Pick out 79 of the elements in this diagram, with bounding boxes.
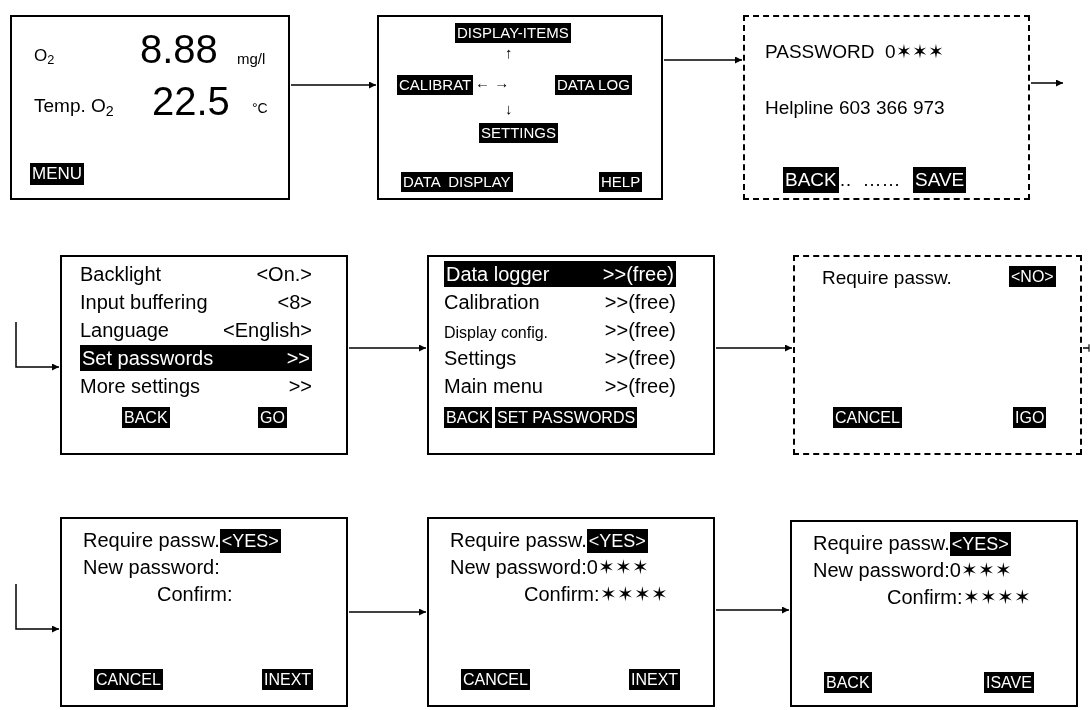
screen-text: Confirm: <box>157 582 233 607</box>
screen-text: >>(free) <box>604 318 676 343</box>
screen-text: Require passw. <box>822 266 952 290</box>
softkey-label: INEXT <box>629 669 681 690</box>
screen-text: >> <box>288 374 312 399</box>
screen-text: New password:0✶✶✶ <box>450 555 649 580</box>
softkey-label: <YES> <box>586 529 648 553</box>
screen-panel <box>60 255 348 455</box>
screen-text: Confirm:✶✶✶✶ <box>887 585 1031 610</box>
softkey-label: INEXT <box>262 669 314 690</box>
screen-text: <On.> <box>256 262 312 287</box>
arrow <box>715 606 790 614</box>
softkey-label: ISAVE <box>984 672 1034 693</box>
softkey-label: CANCEL <box>833 407 902 428</box>
screen-text: Temp. O$_{2}$ <box>34 94 114 119</box>
arrow <box>15 321 60 371</box>
screen-text: Require passw. <box>83 528 220 553</box>
softkey-label: HELP <box>599 172 643 192</box>
screen-panel <box>60 517 348 707</box>
softkey-label: <YES> <box>949 532 1011 556</box>
screen-text: >>(free) <box>604 290 676 315</box>
screen-panel <box>10 15 290 200</box>
screen-text: <8> <box>277 290 312 315</box>
softkey-label: SAVE <box>913 167 967 193</box>
screen-text: Display config. <box>444 323 549 343</box>
softkey-label: BACK <box>444 407 492 428</box>
softkey-label: GO <box>258 407 287 428</box>
arrow <box>15 583 60 633</box>
softkey-label: BACK <box>122 407 170 428</box>
softkey-label: DATA DISPLAY <box>401 172 513 192</box>
screen-text: Language <box>80 318 169 343</box>
screen-text: New password: <box>83 555 220 580</box>
screen-text: Settings <box>444 346 517 371</box>
softkey-label: BACK <box>824 672 872 693</box>
softkey-label: SETTINGS <box>479 123 558 143</box>
softkey-label: MENU <box>30 163 85 185</box>
screen-text: O$_{2}$ <box>34 45 55 67</box>
screen-text: PASSWORD 0✶✶✶ <box>765 40 944 64</box>
screen-text: Input buffering <box>80 290 208 315</box>
screen-text: Confirm:✶✶✶✶ <box>524 582 668 607</box>
screen-text: Backlight <box>80 262 162 287</box>
screen-text: °C <box>252 99 268 117</box>
softkey-label: SET PASSWORDS <box>495 407 638 428</box>
screen-panel <box>743 15 1030 200</box>
screen-text: Helpline 603 366 973 <box>765 96 945 120</box>
softkey-label: IGO <box>1013 407 1047 428</box>
screen-text: 8.88 <box>140 27 218 71</box>
softkey-label: CANCEL <box>94 669 163 690</box>
screen-text: >>(free) <box>604 346 676 371</box>
screen-text: ↑ <box>505 43 513 63</box>
softkey-label: DATA LOG <box>555 75 632 95</box>
screen-panel <box>377 15 663 200</box>
softkey-label: CANCEL <box>461 669 530 690</box>
arrow <box>663 56 743 64</box>
screen-text: More settings <box>80 374 201 399</box>
screen-text: Main menu <box>444 374 543 399</box>
arrow <box>290 81 377 89</box>
screen-text: Calibration <box>444 290 540 315</box>
screen-panel <box>793 255 1082 455</box>
softkey-label: DISPLAY-ITEMS <box>455 23 571 43</box>
screen-text: ↓ <box>505 99 513 119</box>
screen-text: mg/l <box>237 49 266 69</box>
softkey-label: <NO> <box>1009 266 1056 287</box>
softkey-label: <YES> <box>219 529 281 553</box>
screen-text: 22.5 <box>152 79 230 123</box>
screen-text: >>(free) <box>604 374 676 399</box>
arrow <box>1030 79 1064 87</box>
screen-text: Require passw. <box>813 531 950 556</box>
softkey-label: CALIBRAT <box>397 75 474 95</box>
screen-text: Require passw. <box>450 528 587 553</box>
arrow <box>348 344 427 352</box>
screen-panel <box>427 255 715 455</box>
screen-panel <box>427 517 715 707</box>
screen-text: ← → <box>475 73 510 93</box>
screen-text: <English> <box>223 318 312 343</box>
arrow <box>715 344 793 352</box>
screen-text: New password:0✶✶✶ <box>813 558 1012 583</box>
arrow <box>348 608 427 616</box>
screen-panel <box>790 520 1078 707</box>
